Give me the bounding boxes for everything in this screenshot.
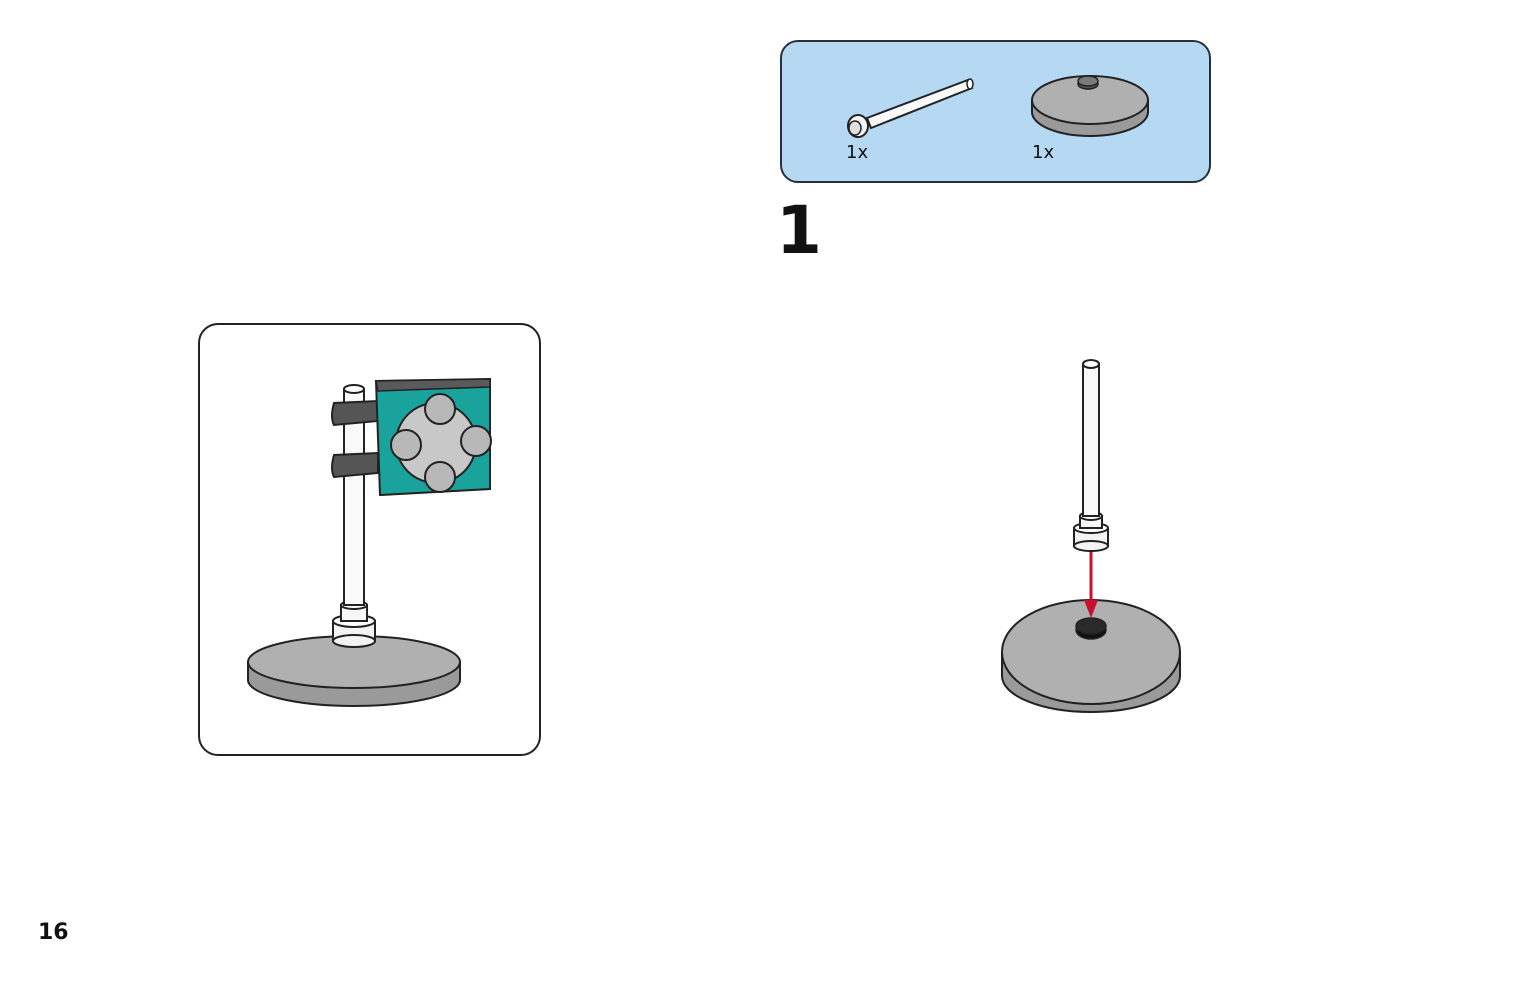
step-number: 1 <box>776 192 822 269</box>
bush-icon <box>332 600 376 648</box>
completed-model-preview <box>198 323 541 756</box>
axle-icon <box>343 384 365 606</box>
teal-tile-icon <box>374 377 492 497</box>
insert-arrow-icon <box>1084 550 1098 618</box>
round-base-quantity: 1x <box>1032 142 1055 163</box>
parts-illustration <box>847 75 1149 138</box>
round-base-icon <box>1001 599 1181 713</box>
round-base-part-icon <box>1031 75 1149 137</box>
axle-part-icon <box>847 78 974 138</box>
step-1-illustration <box>1001 359 1181 713</box>
completed-model-illustration <box>247 377 492 707</box>
axle-quantity: 1x <box>846 142 869 163</box>
clip-icon <box>331 399 379 479</box>
parts-list-callout: 1x 1x <box>780 40 1211 183</box>
page-number: 16 <box>38 920 69 945</box>
axle-with-bush-icon <box>1073 359 1109 552</box>
